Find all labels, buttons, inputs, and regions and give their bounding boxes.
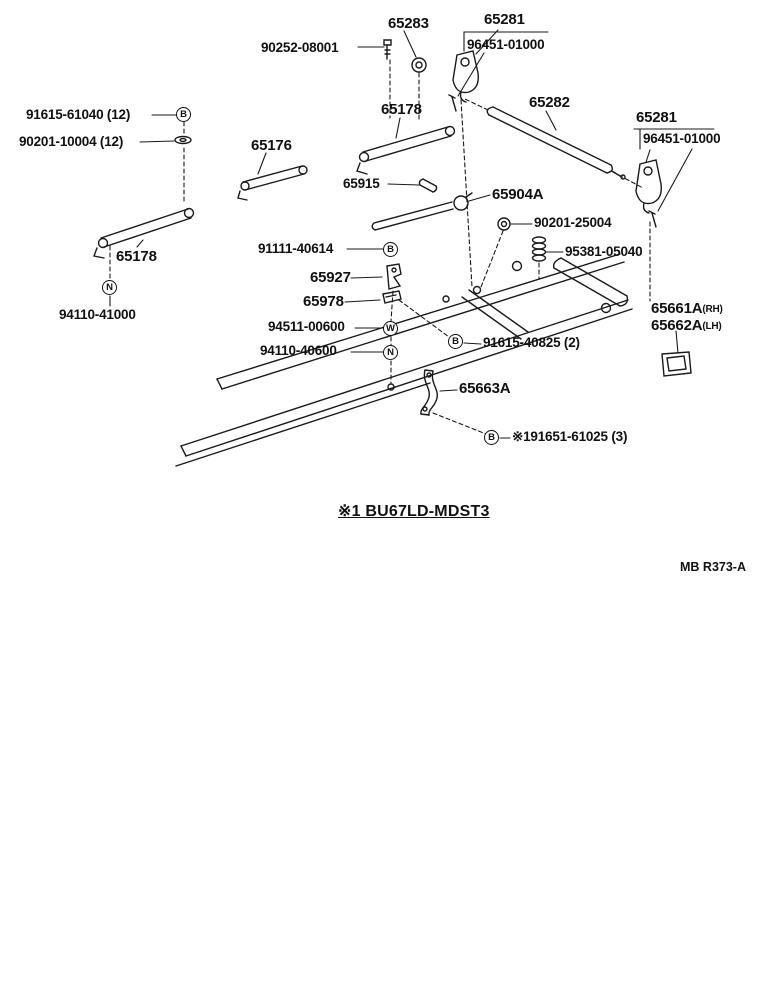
part-label-65176: 65176	[251, 137, 292, 154]
part-95381-spring	[531, 236, 547, 262]
part-90201-10004-washer	[174, 135, 192, 145]
part-label-96451-01000-right: 96451-01000	[643, 131, 721, 146]
part-65176	[237, 165, 308, 201]
part-label-65281-right: 65281	[636, 109, 677, 126]
part-65282-rod	[486, 106, 626, 180]
part-label-65661A: 65661A(RH)	[651, 300, 723, 317]
part-label-65915: 65915	[343, 176, 380, 191]
part-label-90201-25004: 90201-25004	[534, 215, 612, 230]
fastener-symbol-bolt-2: B	[383, 242, 398, 257]
part-65915-pin	[418, 178, 438, 193]
part-label-94511-00600: 94511-00600	[268, 319, 345, 334]
part-label-91111-40614: 91111-40614	[258, 241, 334, 256]
part-65661A-clip	[661, 351, 692, 377]
part-label-91615-61040: 91615-61040 (12)	[26, 107, 131, 122]
part-65178-top	[356, 125, 456, 175]
part-65927-clip	[386, 263, 402, 290]
part-label-65178-top: 65178	[381, 101, 422, 118]
part-label-95381-05040: 95381-05040	[565, 244, 643, 259]
side-suffix: (RH)	[702, 304, 723, 315]
part-label-65281-top: 65281	[484, 11, 525, 28]
part-label-94110-40600: 94110-40600	[260, 343, 337, 358]
part-label-65663A: 65663A	[459, 380, 511, 397]
part-90201-25004-washer	[497, 217, 511, 231]
frame-assembly	[175, 253, 633, 467]
part-90252-bolt	[383, 39, 392, 60]
part-65978-clip	[382, 290, 402, 304]
part-65281-bracket-top	[448, 50, 479, 112]
part-label-65978: 65978	[303, 293, 344, 310]
leader-lines	[109, 29, 715, 439]
page-reference-code: MB R373-A	[680, 560, 746, 574]
fastener-symbol-bolt-3: B	[448, 334, 463, 349]
part-label-65927: 65927	[310, 269, 351, 286]
fastener-symbol-bolt-4: B	[484, 430, 499, 445]
part-number: 65662A	[651, 317, 703, 334]
part-65178-left	[93, 207, 195, 259]
part-65283-grommet	[411, 57, 427, 73]
side-suffix: (LH)	[702, 321, 722, 332]
part-label-90252-08001: 90252-08001	[261, 40, 339, 55]
part-65663A-bracket	[420, 369, 438, 416]
part-number: 65661A	[651, 300, 703, 317]
part-label-65178-left: 65178	[116, 248, 157, 265]
part-label-90201-10004: 90201-10004 (12)	[19, 134, 124, 149]
part-label-65282: 65282	[529, 94, 570, 111]
fastener-symbol-nut-1: N	[102, 280, 117, 295]
part-label-191651-61025: ※191651-61025 (3)	[512, 429, 628, 444]
part-label-91615-40825: 91615-40825 (2)	[483, 335, 580, 350]
part-label-94110-41000: 94110-41000	[59, 307, 136, 322]
footnote-model-code: ※1 BU67LD-MDST3	[338, 503, 490, 520]
part-label-65283: 65283	[388, 15, 429, 32]
fastener-symbol-nut-2: N	[383, 345, 398, 360]
part-65904A-rod	[371, 192, 473, 231]
assembly-alignment-lines	[109, 59, 651, 435]
fastener-symbol-washer-1: W	[383, 321, 398, 336]
part-label-65904A: 65904A	[492, 186, 544, 203]
part-label-65662A: 65662A(LH)	[651, 317, 722, 334]
part-label-96451-01000-top: 96451-01000	[467, 37, 545, 52]
fastener-symbol-bolt-1: B	[176, 107, 191, 122]
part-65281-bracket-right	[635, 159, 662, 228]
